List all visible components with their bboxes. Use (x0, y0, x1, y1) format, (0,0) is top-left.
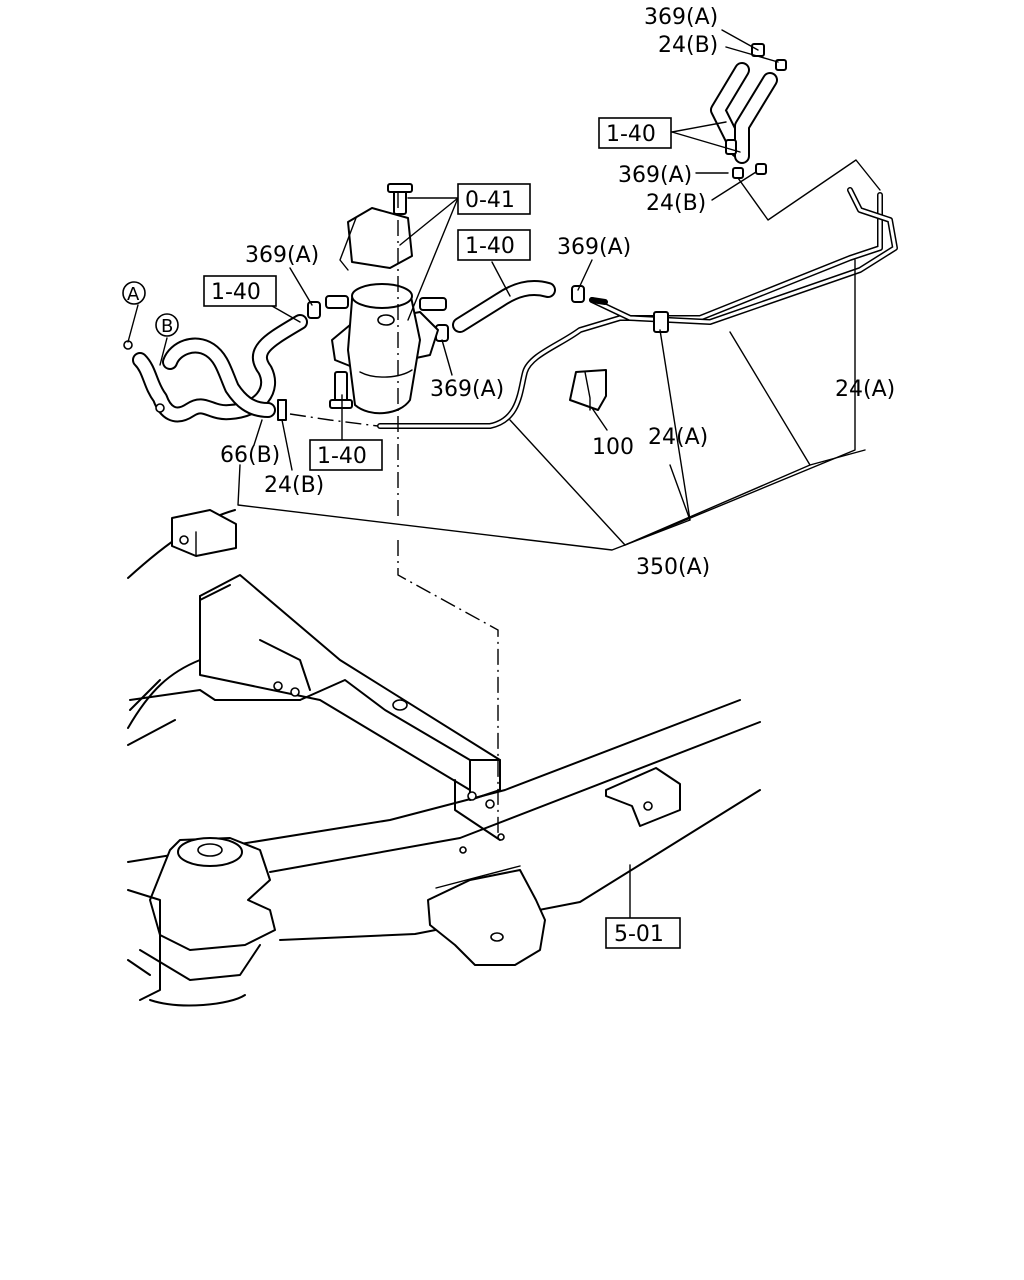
chassis-frame (127, 509, 761, 1007)
ref-box-5-01 (605, 917, 681, 949)
marker-b-circle (155, 313, 179, 337)
label-369a-top: 369(A) (644, 5, 718, 30)
circled-markers: A B (122, 281, 179, 337)
ref-5-01: 5-01 (614, 922, 664, 947)
ref-1-40-center: 1-40 (465, 234, 515, 259)
label-66b: 66(B) (220, 443, 280, 468)
ref-box-0-41 (457, 183, 531, 215)
label-369a-center: 369(A) (557, 235, 631, 260)
label-369a-filter: 369(A) (430, 377, 504, 402)
label-100: 100 (592, 435, 634, 460)
ref-box-1-40-center (457, 229, 531, 261)
ref-box-1-40-bottom (309, 439, 383, 471)
ref-0-41: 0-41 (465, 188, 515, 213)
fuel-pipes (377, 62, 898, 429)
ref-1-40-bottom: 1-40 (317, 444, 367, 469)
marker-a-circle (122, 281, 146, 305)
ref-1-40-left: 1-40 (211, 280, 261, 305)
fuel-filter-assembly (325, 183, 447, 415)
label-350a: 350(A) (636, 555, 710, 580)
ref-box-1-40-left (203, 275, 277, 307)
ref-box-1-40-top (598, 117, 672, 149)
label-24b-top: 24(B) (658, 33, 718, 58)
label-24a-center: 24(A) (648, 425, 708, 450)
ref-1-40-top: 1-40 (606, 122, 656, 147)
part-labels: 369(A) 24(B) 369(A) 24(B) 369(A) 369(A) … (220, 5, 895, 580)
label-369a-mid-right: 369(A) (618, 163, 692, 188)
marker-b: B (161, 316, 173, 337)
reference-boxes: 1-40 0-41 1-40 1-40 1-40 5-01 (203, 117, 681, 949)
label-24b-left: 24(B) (264, 473, 324, 498)
leader-lines (127, 29, 881, 919)
marker-a: A (127, 284, 140, 305)
fuel-hoses (123, 43, 787, 423)
label-24a-right: 24(A) (835, 377, 895, 402)
bracket-100 (569, 369, 607, 411)
label-369a-left: 369(A) (245, 243, 319, 268)
label-24b-mid-right: 24(B) (646, 191, 706, 216)
